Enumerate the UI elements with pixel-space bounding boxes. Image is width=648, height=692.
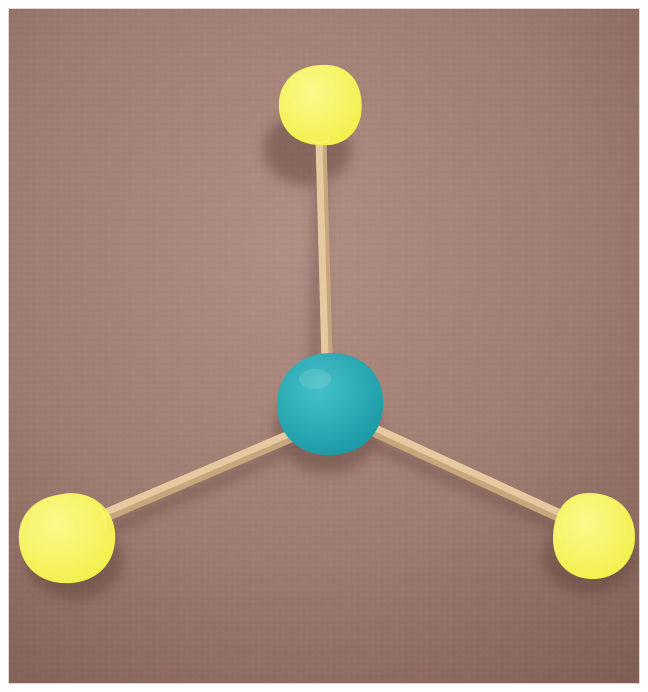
- outer-atom-left: [18, 493, 116, 584]
- outer-atom-right: [553, 493, 635, 579]
- molecule-photo: [8, 8, 640, 684]
- bond-stick-right: [363, 423, 575, 527]
- molecule-model-icon: [9, 9, 639, 683]
- center-atom: [277, 353, 384, 455]
- bond-sticks: [93, 133, 575, 527]
- bond-stick-left: [93, 431, 297, 525]
- outer-atom-top: [278, 64, 362, 146]
